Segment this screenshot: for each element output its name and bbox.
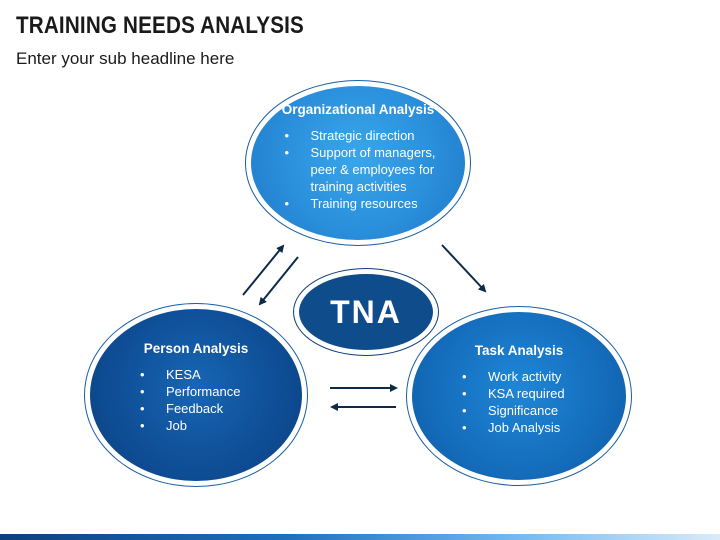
person-analysis-fill: Person Analysis KESA Performance Feedbac… <box>90 309 302 481</box>
list-item: Support of managers, <box>284 144 435 161</box>
arrow-person-to-org <box>242 244 285 296</box>
arrow-org-to-task <box>441 244 487 293</box>
task-analysis-list: Work activity KSA required Significance … <box>412 368 565 436</box>
arrow-org-to-person <box>258 256 299 306</box>
list-item: Performance <box>140 383 240 400</box>
list-item: Training resources <box>284 195 435 212</box>
list-item: Strategic direction <box>284 127 435 144</box>
person-analysis-list: KESA Performance Feedback Job <box>116 366 240 434</box>
tna-center-node: TNA <box>293 268 439 356</box>
tna-label: TNA <box>299 274 433 350</box>
list-item: Feedback <box>140 400 240 417</box>
list-item: KESA <box>140 366 240 383</box>
organizational-analysis-list: Strategic direction Support of managers,… <box>284 127 435 212</box>
task-analysis-node: Task Analysis Work activity KSA required… <box>406 306 632 486</box>
task-analysis-title: Task Analysis <box>474 342 564 358</box>
footer-gradient-bar <box>0 534 720 540</box>
page-title: TRAINING NEEDS ANALYSIS <box>16 12 304 39</box>
list-item: Significance <box>462 402 565 419</box>
list-item: training activities <box>310 179 407 194</box>
page-subtitle: Enter your sub headline here <box>16 49 235 68</box>
person-analysis-node: Person Analysis KESA Performance Feedbac… <box>84 303 308 487</box>
person-analysis-title: Person Analysis <box>143 340 249 356</box>
organizational-analysis-title: Organizational Analysis <box>281 102 435 117</box>
list-item: peer & employees for <box>310 162 435 177</box>
list-item: Work activity <box>462 368 565 385</box>
organizational-analysis-node: Organizational Analysis Strategic direct… <box>245 80 471 246</box>
list-item: Job <box>140 417 240 434</box>
list-item: KSA required <box>462 385 565 402</box>
organizational-analysis-fill: Organizational Analysis Strategic direct… <box>251 86 465 240</box>
task-analysis-fill: Task Analysis Work activity KSA required… <box>412 312 626 480</box>
list-item: Job Analysis <box>462 419 565 436</box>
